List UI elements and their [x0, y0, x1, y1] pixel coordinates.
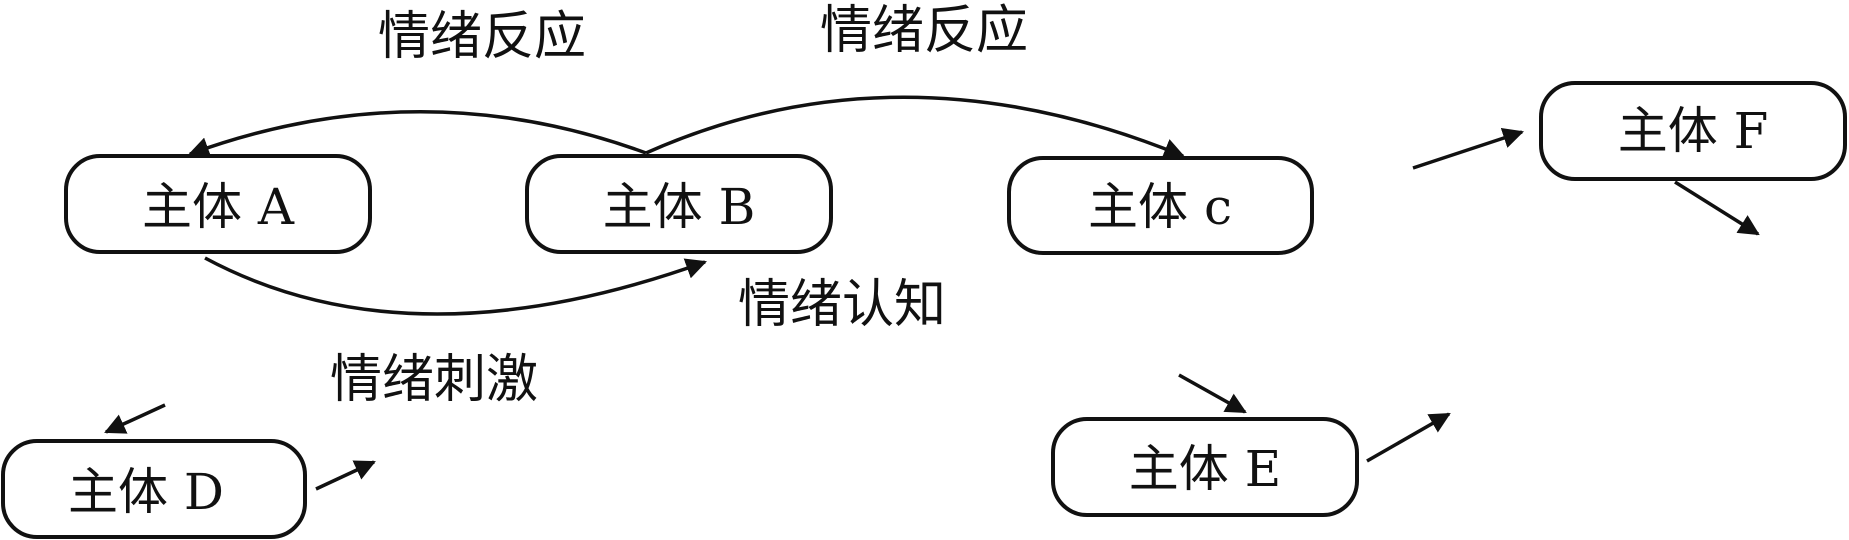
edge-b-to-a — [188, 110, 647, 158]
edge-label-reaction-left: 情绪反应 — [378, 7, 586, 67]
node-f: 主体 F — [1539, 81, 1847, 181]
node-c-label: 主体 c — [1088, 178, 1232, 236]
edge-a-to-b — [204, 256, 707, 316]
edge-label-reaction-right: 情绪反应 — [820, 1, 1028, 61]
node-a-label: 主体 A — [142, 178, 295, 236]
node-e: 主体 E — [1051, 417, 1359, 517]
node-d-label: 主体 D — [68, 463, 224, 521]
edge-label-cognition: 情绪认知 — [738, 275, 946, 335]
arrow-out-of-e — [1366, 412, 1451, 463]
node-b-label: 主体 B — [603, 178, 756, 236]
node-e-label: 主体 E — [1129, 440, 1281, 498]
node-d: 主体 D — [1, 439, 307, 539]
arrow-into-f — [1412, 127, 1524, 170]
node-f-label: 主体 F — [1618, 102, 1769, 160]
arrow-into-e — [1178, 373, 1247, 414]
edge-label-stimulus: 情绪刺激 — [330, 350, 538, 410]
node-c: 主体 c — [1007, 156, 1314, 255]
edge-b-to-c — [645, 95, 1185, 159]
arrow-out-of-d — [315, 460, 376, 491]
arrow-into-d — [104, 403, 166, 434]
node-a: 主体 A — [64, 154, 372, 254]
arrow-out-of-f — [1674, 180, 1760, 236]
node-b: 主体 B — [525, 154, 833, 254]
